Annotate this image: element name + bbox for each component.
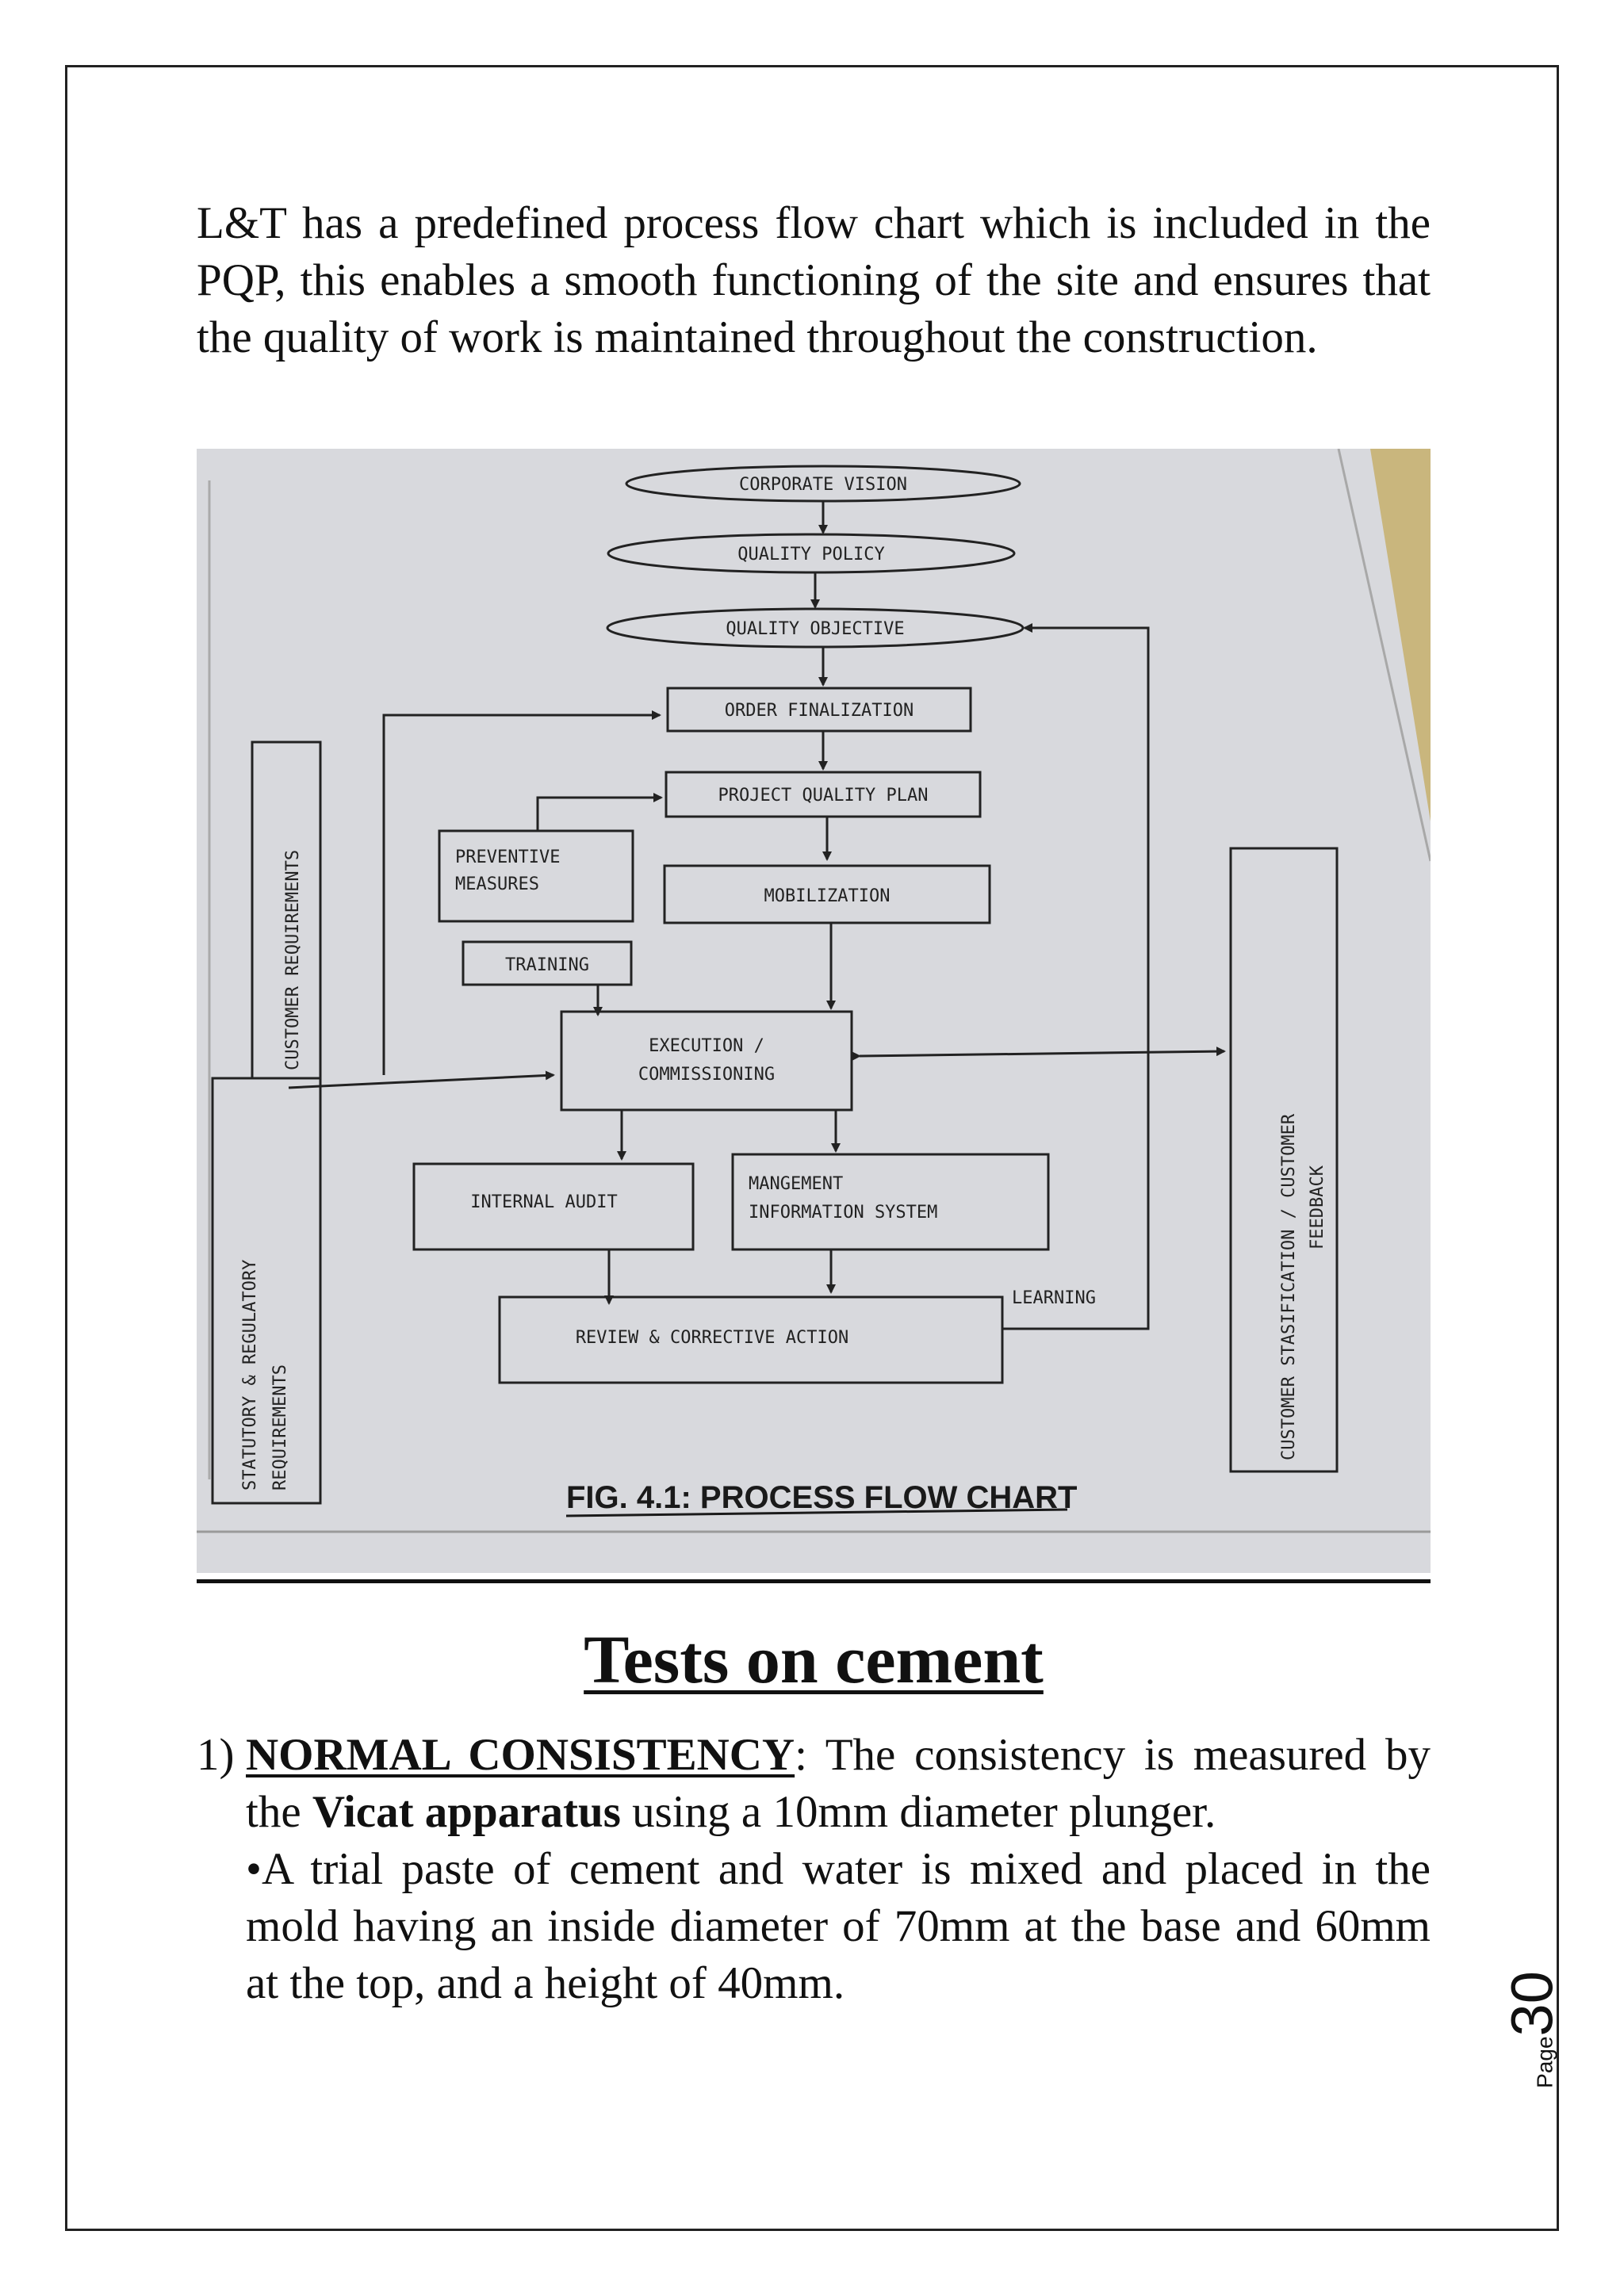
customer-feedback-label-1: CUSTOMER STASIFICATION / CUSTOMER bbox=[1279, 1113, 1299, 1460]
training-label: TRAINING bbox=[505, 955, 589, 975]
execution-label-2: COMMISSIONING bbox=[638, 1065, 775, 1085]
page-value: 30 bbox=[1499, 1971, 1565, 2037]
statutory-label-1: STATUTORY & REGULATORY bbox=[240, 1260, 260, 1490]
item-heading: NORMAL CONSISTENCY bbox=[246, 1730, 795, 1780]
section-title: Tests on cement bbox=[197, 1616, 1431, 1703]
quality-policy-node: QUALITY POLICY bbox=[607, 533, 1016, 574]
item-bullet-paragraph: •A trial paste of cement and water is mi… bbox=[246, 1844, 1431, 2008]
order-finalization-node: ORDER FINALIZATION bbox=[666, 687, 972, 733]
mis-label-1: MANGEMENT bbox=[749, 1174, 843, 1194]
section-divider bbox=[197, 1579, 1431, 1583]
customer-feedback-label-2: FEEDBACK bbox=[1308, 1165, 1327, 1249]
item-text-2: using a 10mm diameter plunger. bbox=[620, 1787, 1216, 1837]
training-node: TRAINING bbox=[462, 940, 633, 986]
item-text-1: : The consistency is measured by the bbox=[246, 1730, 1431, 1837]
project-quality-plan-label: PROJECT QUALITY PLAN bbox=[718, 786, 929, 806]
requirements-column: CUSTOMER REQUIREMENTS STATUTORY & REGULA… bbox=[211, 740, 322, 1505]
intro-paragraph: L&T has a predefined process flow chart … bbox=[197, 198, 1431, 362]
page-border bbox=[65, 65, 1559, 2231]
item-number: 1) bbox=[197, 1730, 235, 1780]
item-body: NORMAL CONSISTENCY: The consistency is m… bbox=[246, 1727, 1431, 2012]
learning-label: LEARNING bbox=[1012, 1288, 1096, 1308]
customer-requirements-label: CUSTOMER REQUIREMENTS bbox=[283, 850, 303, 1070]
corporate-vision-label: CORPORATE VISION bbox=[739, 475, 907, 495]
preventive-label-1: PREVENTIVE bbox=[455, 848, 560, 867]
execution-commissioning-node: EXECUTION / COMMISSIONING bbox=[560, 1010, 853, 1112]
list-item: 1) NORMAL CONSISTENCY: The consistency i… bbox=[197, 1727, 1431, 2012]
management-information-system-node: MANGEMENT INFORMATION SYSTEM bbox=[731, 1153, 1050, 1251]
internal-audit-label: INTERNAL AUDIT bbox=[470, 1192, 617, 1212]
order-finalization-label: ORDER FINALIZATION bbox=[725, 701, 914, 721]
execution-label-1: EXECUTION / bbox=[649, 1036, 764, 1056]
preventive-measures-node: PREVENTIVE MEASURES bbox=[438, 829, 634, 923]
internal-audit-node: INTERNAL AUDIT bbox=[412, 1162, 695, 1251]
quality-objective-label: QUALITY OBJECTIVE bbox=[726, 619, 904, 639]
process-flow-chart-photo: CORPORATE VISION QUALITY POLICY QUALITY … bbox=[197, 449, 1431, 1573]
figure-caption: FIG. 4.1: PROCESS FLOW CHART bbox=[566, 1480, 1077, 1515]
item-bold-term: Vicat apparatus bbox=[312, 1787, 621, 1837]
quality-policy-label: QUALITY POLICY bbox=[737, 545, 884, 564]
page-label: Page bbox=[1532, 2036, 1557, 2088]
mobilization-label: MOBILIZATION bbox=[764, 886, 891, 906]
book-edge bbox=[1370, 449, 1431, 821]
mobilization-node: MOBILIZATION bbox=[663, 864, 991, 924]
preventive-label-2: MEASURES bbox=[455, 874, 539, 894]
quality-objective-node: QUALITY OBJECTIVE bbox=[606, 607, 1025, 649]
item-first-paragraph: NORMAL CONSISTENCY: The consistency is m… bbox=[246, 1727, 1431, 1841]
mis-label-2: INFORMATION SYSTEM bbox=[749, 1203, 937, 1223]
statutory-label-2: REQUIREMENTS bbox=[270, 1364, 290, 1490]
page-number: Page30 bbox=[1500, 1966, 1565, 2093]
review-label: REVIEW & CORRECTIVE ACTION bbox=[576, 1328, 848, 1348]
customer-feedback-column: CUSTOMER STASIFICATION / CUSTOMER FEEDBA… bbox=[1229, 847, 1339, 1473]
review-corrective-action-node: REVIEW & CORRECTIVE ACTION bbox=[498, 1295, 1004, 1384]
project-quality-plan-node: PROJECT QUALITY PLAN bbox=[665, 771, 982, 818]
section-title-text: Tests on cement bbox=[584, 1621, 1044, 1697]
